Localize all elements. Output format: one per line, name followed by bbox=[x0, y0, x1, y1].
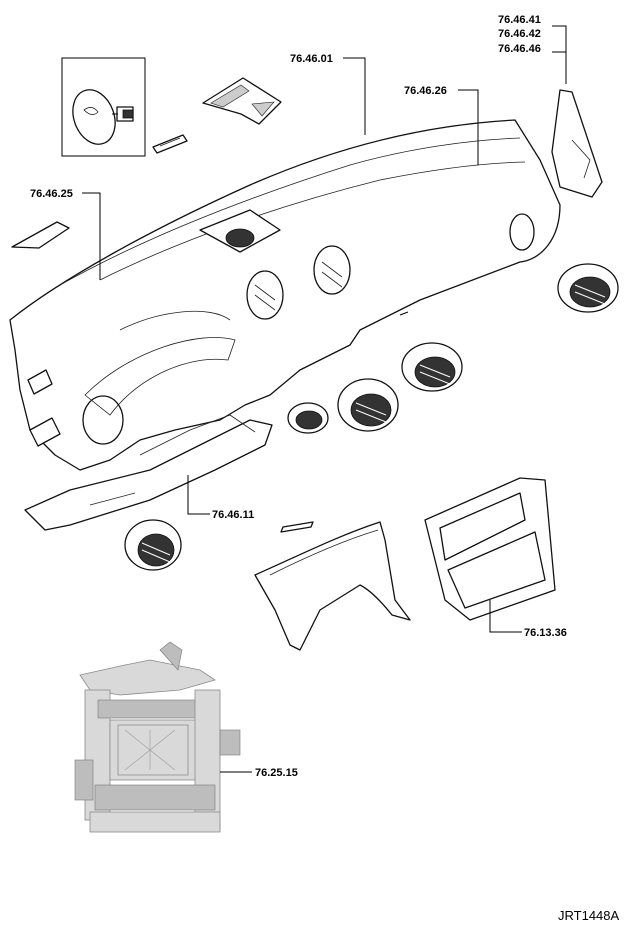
air-vent-left bbox=[124, 519, 182, 571]
callout-76-46-25: 76.46.25 bbox=[30, 188, 73, 200]
figure-reference: JRT1448A bbox=[558, 908, 620, 923]
side-trim-part bbox=[11, 221, 70, 249]
air-vent-small bbox=[287, 402, 329, 434]
callout-76-46-26: 76.46.26 bbox=[404, 85, 447, 97]
instrument-panel-part bbox=[9, 119, 561, 471]
callout-76-13-36: 76.13.36 bbox=[524, 627, 567, 639]
badge-part bbox=[152, 134, 188, 154]
end-cap-part bbox=[551, 89, 603, 198]
air-vent-right bbox=[557, 263, 619, 313]
emblem-inset bbox=[61, 57, 146, 157]
cross-car-beam-part bbox=[74, 641, 241, 833]
lower-panel-part bbox=[24, 414, 273, 531]
callout-76-46-41: 76.46.41 bbox=[498, 14, 541, 26]
speaker-grille-part bbox=[202, 77, 282, 125]
callout-76-46-42: 76.46.42 bbox=[498, 28, 541, 40]
callout-76-46-01: 76.46.01 bbox=[290, 53, 333, 65]
air-vent-center-lower bbox=[337, 378, 399, 432]
air-vent-center-upper bbox=[401, 342, 463, 392]
callout-76-46-46: 76.46.46 bbox=[498, 43, 541, 55]
callout-76-25-15: 76.25.15 bbox=[255, 767, 298, 779]
leader-lines bbox=[82, 25, 567, 773]
callout-76-46-11: 76.46.11 bbox=[212, 509, 254, 521]
console-surround-part bbox=[254, 521, 411, 651]
switch-bezel-part bbox=[424, 477, 556, 621]
